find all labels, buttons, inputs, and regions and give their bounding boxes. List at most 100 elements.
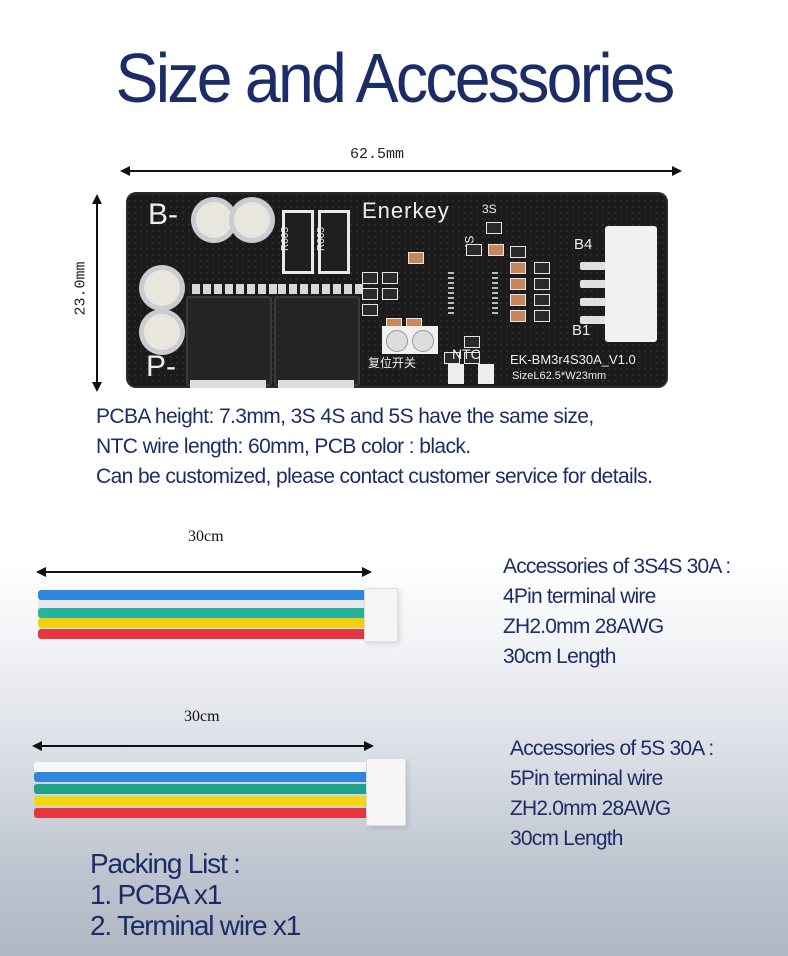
wire-2-length-label: 30cm bbox=[184, 708, 220, 725]
b-minus-pad-1 bbox=[196, 202, 232, 238]
wire-strand bbox=[34, 762, 370, 772]
packing-list-item: 2. Terminal wire x1 bbox=[90, 910, 301, 941]
connector-pin bbox=[580, 262, 608, 270]
silkscreen-b1: B1 bbox=[572, 322, 591, 339]
smd-component bbox=[444, 352, 460, 364]
smd-capacitor bbox=[510, 278, 526, 290]
smd-component bbox=[466, 244, 482, 256]
description-line: Can be customized, please contact custom… bbox=[96, 465, 653, 488]
smd-component bbox=[464, 336, 480, 348]
mosfet-2-pins bbox=[278, 284, 363, 294]
accessory-1-heading: Accessories of 3S4S 30A : bbox=[503, 555, 731, 578]
mosfet-1 bbox=[186, 296, 272, 386]
p-minus-pad-2 bbox=[144, 314, 180, 350]
mosfet-1-pins bbox=[192, 284, 277, 294]
arrow-right-icon bbox=[362, 567, 372, 577]
brand-logo: Enerkey bbox=[362, 198, 450, 223]
connector-pin bbox=[580, 280, 608, 288]
smd-component bbox=[464, 352, 480, 364]
p-minus-pad-1 bbox=[144, 270, 180, 306]
page-title: Size and Accessories bbox=[115, 39, 676, 117]
accessory-2-line: 30cm Length bbox=[510, 827, 623, 850]
arrow-right-icon bbox=[364, 741, 374, 751]
reset-switch-pads bbox=[382, 326, 438, 354]
arrow-left-icon bbox=[120, 166, 130, 176]
mosfet-2 bbox=[274, 296, 360, 386]
accessory-1-line: 4Pin terminal wire bbox=[503, 585, 656, 608]
accessory-1-line: ZH2.0mm 28AWG bbox=[503, 615, 664, 638]
wire-strand bbox=[38, 608, 368, 618]
description-line: PCBA height: 7.3mm, 3S 4S and 5S have th… bbox=[96, 405, 594, 428]
accessory-2-info: Accessories of 5S 30A : 5Pin terminal wi… bbox=[510, 734, 714, 854]
wire-1-length-label: 30cm bbox=[188, 528, 224, 545]
board-description: PCBA height: 7.3mm, 3S 4S and 5S have th… bbox=[96, 402, 653, 492]
smd-component bbox=[362, 304, 378, 316]
smd-component bbox=[382, 288, 398, 300]
smd-component bbox=[362, 288, 378, 300]
smd-component bbox=[534, 262, 550, 274]
wire-2-dimension-line bbox=[36, 745, 368, 747]
silkscreen-ntc: NTC bbox=[452, 346, 481, 362]
wire-strand bbox=[34, 784, 370, 794]
board-width-label: 62.5mm bbox=[350, 146, 405, 163]
wire-strand bbox=[38, 590, 368, 600]
mosfet-1-tab bbox=[190, 380, 266, 388]
ntc-pad-1 bbox=[448, 364, 464, 384]
smd-capacitor bbox=[488, 244, 504, 256]
connector-pin bbox=[580, 298, 608, 306]
arrow-up-icon bbox=[92, 194, 102, 204]
board-width-dimension-line bbox=[124, 170, 676, 172]
wire-1-dimension-line bbox=[40, 571, 366, 573]
silkscreen-reset-switch: 复位开关 bbox=[368, 356, 417, 370]
smd-capacitor bbox=[510, 262, 526, 274]
arrow-down-icon bbox=[92, 382, 102, 392]
smd-component bbox=[382, 272, 398, 284]
silkscreen-model: EK-BM3r4S30A_V1.0 bbox=[510, 352, 636, 367]
resistor-1-label: R005 bbox=[280, 227, 291, 251]
packing-list-heading: Packing List : bbox=[90, 848, 241, 879]
packing-list-item: 1. PCBA x1 bbox=[90, 879, 222, 910]
wire-1-terminal-plug bbox=[364, 588, 398, 642]
silkscreen-3s: 3S bbox=[482, 202, 497, 216]
ic-pins-left bbox=[448, 272, 454, 316]
shunt-resistor-2: R005 bbox=[316, 210, 350, 274]
accessory-2-heading: Accessories of 5S 30A : bbox=[510, 737, 714, 760]
smd-component bbox=[534, 294, 550, 306]
arrow-right-icon bbox=[672, 166, 682, 176]
wire-strand bbox=[38, 629, 368, 639]
packing-list: Packing List : 1. PCBA x1 2. Terminal wi… bbox=[90, 848, 301, 941]
mosfet-2-tab bbox=[278, 380, 354, 388]
wire-strand bbox=[34, 808, 370, 818]
resistor-2-label: R005 bbox=[316, 227, 327, 251]
board-height-dimension-line bbox=[96, 200, 98, 384]
silkscreen-b-minus: B- bbox=[148, 198, 178, 231]
ntc-pad-2 bbox=[478, 364, 494, 384]
accessory-2-line: 5Pin terminal wire bbox=[510, 767, 663, 790]
smd-component bbox=[534, 310, 550, 322]
silkscreen-b4: B4 bbox=[574, 236, 593, 253]
wire-2-terminal-plug bbox=[366, 758, 406, 826]
wire-strand bbox=[38, 618, 368, 628]
wire-strand bbox=[38, 600, 368, 610]
connector-pin bbox=[580, 316, 608, 324]
smd-capacitor bbox=[510, 294, 526, 306]
wire-strand bbox=[34, 772, 370, 782]
accessory-2-line: ZH2.0mm 28AWG bbox=[510, 797, 671, 820]
smd-component bbox=[362, 272, 378, 284]
b-minus-pad-2 bbox=[234, 202, 270, 238]
pcb-board-image: B- P- R005 R005 Enerkey 3S 4S B4 B1 复位开关… bbox=[126, 192, 668, 388]
smd-component bbox=[534, 278, 550, 290]
balance-connector bbox=[605, 226, 657, 342]
description-line: NTC wire length: 60mm, PCB color : black… bbox=[96, 435, 471, 458]
silkscreen-size: SizeL62.5*W23mm bbox=[512, 370, 607, 382]
smd-capacitor bbox=[408, 252, 424, 264]
smd-component bbox=[510, 246, 526, 258]
accessory-1-info: Accessories of 3S4S 30A : 4Pin terminal … bbox=[503, 552, 731, 672]
smd-component bbox=[486, 222, 502, 234]
ic-pins-right bbox=[492, 272, 498, 316]
smd-capacitor bbox=[510, 310, 526, 322]
arrow-left-icon bbox=[32, 741, 42, 751]
board-height-label: 23.0mm bbox=[72, 261, 90, 316]
silkscreen-p-minus: P- bbox=[146, 350, 176, 383]
accessory-1-line: 30cm Length bbox=[503, 645, 616, 668]
